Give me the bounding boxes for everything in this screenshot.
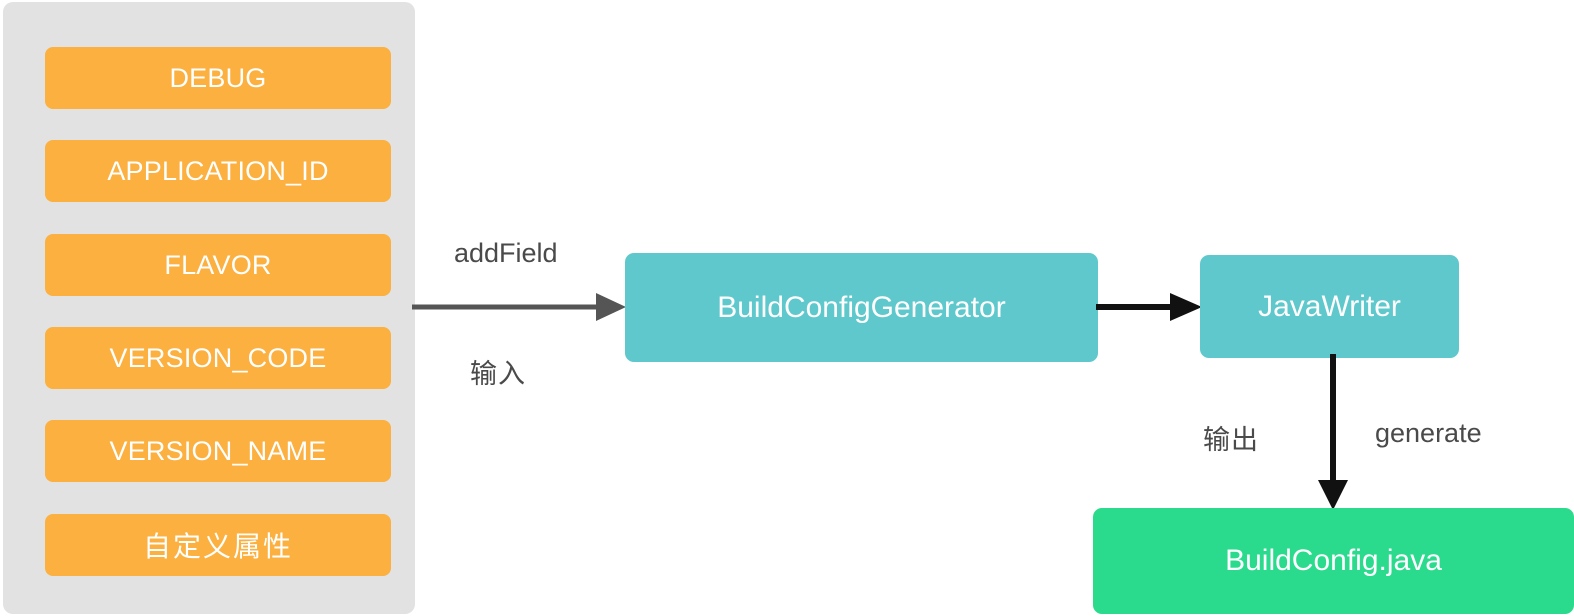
node-build-config-generator[interactable]: BuildConfigGenerator <box>625 253 1098 362</box>
node-java-writer[interactable]: JavaWriter <box>1200 255 1459 358</box>
field-pill-custom-property[interactable]: 自定义属性 <box>45 514 391 576</box>
edge-generator-to-writer <box>1096 290 1204 324</box>
arrow-right-black-icon <box>1096 293 1202 321</box>
edge-label-input: 输入 <box>470 359 526 389</box>
edge-fields-to-generator <box>412 288 628 326</box>
arrow-right-gray-icon <box>412 293 626 321</box>
build-config-fields-panel: DEBUG APPLICATION_ID FLAVOR VERSION_CODE… <box>3 2 415 614</box>
node-build-config-java[interactable]: BuildConfig.java <box>1093 508 1574 614</box>
field-pill-flavor[interactable]: FLAVOR <box>45 234 391 296</box>
edge-label-generate: generate <box>1375 418 1482 448</box>
edge-label-addfield: addField <box>454 238 558 268</box>
field-pill-version-name[interactable]: VERSION_NAME <box>45 420 391 482</box>
edge-label-output: 输出 <box>1203 425 1259 455</box>
edge-writer-to-file <box>1310 354 1356 512</box>
field-pill-debug[interactable]: DEBUG <box>45 47 391 109</box>
field-pill-version-code[interactable]: VERSION_CODE <box>45 327 391 389</box>
arrow-down-black-icon <box>1318 354 1348 510</box>
field-pill-application-id[interactable]: APPLICATION_ID <box>45 140 391 202</box>
